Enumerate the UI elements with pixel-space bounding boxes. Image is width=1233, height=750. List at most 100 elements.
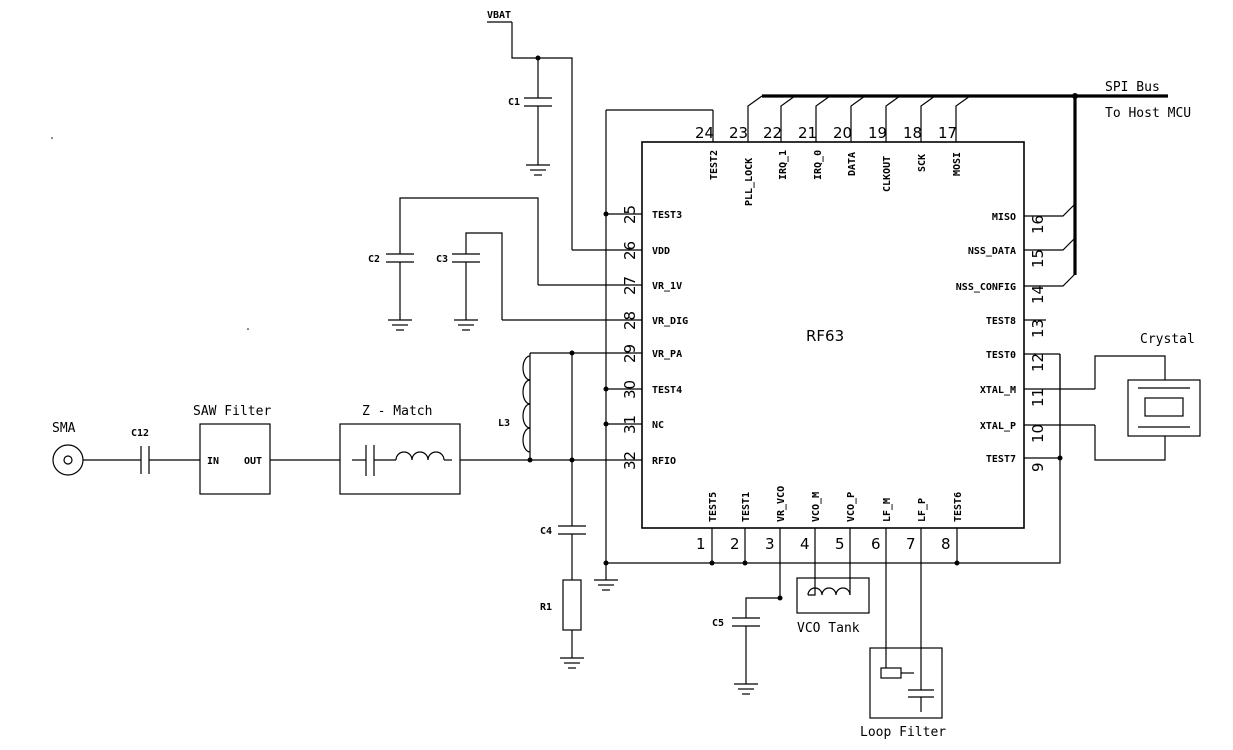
pin-label-vr-1v: VR_1V: [652, 281, 682, 292]
pin-number-4: 4: [800, 535, 810, 553]
pin-number-2: 2: [730, 535, 740, 553]
pin-number-10: 10: [1029, 424, 1047, 443]
chip-name: RF63: [806, 327, 844, 345]
saw-filter-label: SAW Filter: [193, 404, 271, 419]
c1-label: C1: [508, 97, 520, 108]
pin-number-29: 29: [621, 344, 639, 363]
pin-number-15: 15: [1029, 249, 1047, 268]
vco-tank: VCO Tank: [796, 577, 870, 636]
bottom-pins: 1 2 3 4 5 6 7 8 TEST5 TEST1 VR_VCO VCO_M…: [696, 486, 964, 660]
pin-label-lf-m: LF_M: [882, 498, 893, 522]
loop-filter-block: [869, 647, 943, 719]
pin-number-30: 30: [621, 380, 639, 399]
saw-filter-block: [199, 423, 271, 495]
pin-number-17: 17: [938, 124, 957, 142]
pin-number-14: 14: [1029, 285, 1047, 304]
pin-label-test7: TEST7: [986, 454, 1016, 465]
pin-number-25: 25: [621, 205, 639, 224]
c3-capacitor: C3: [436, 232, 503, 331]
r1-label: R1: [540, 602, 552, 613]
c12-label: C12: [131, 428, 149, 439]
pin-number-22: 22: [763, 124, 782, 142]
pin-label-test4: TEST4: [652, 385, 682, 396]
pin-label-test5: TEST5: [708, 492, 719, 522]
pin-number-32: 32: [621, 451, 639, 470]
sma-label: SMA: [52, 421, 76, 436]
rf63-chip-body: [641, 141, 1025, 529]
crystal-label: Crystal: [1140, 332, 1195, 347]
to-host-mcu-label: To Host MCU: [1105, 106, 1191, 121]
vco-tank-block: [796, 577, 870, 614]
loop-filter: Loop Filter: [860, 647, 946, 740]
c5-capacitor: C5: [712, 595, 783, 695]
z-match-label: Z - Match: [362, 404, 432, 419]
pin-label-test8: TEST8: [986, 316, 1016, 327]
pin-label-miso: MISO: [992, 212, 1016, 223]
pin-label-test6: TEST6: [953, 492, 964, 522]
pin-number-28: 28: [621, 311, 639, 330]
c4-label: C4: [540, 526, 552, 537]
pin-number-26: 26: [621, 241, 639, 260]
pin-label-test2: TEST2: [709, 150, 720, 180]
pin-number-5: 5: [835, 535, 845, 553]
c2-label: C2: [368, 254, 380, 265]
loop-filter-label: Loop Filter: [860, 725, 946, 740]
c5-label: C5: [712, 618, 724, 629]
left-pins: 25 26 27 28 29 30 31 32 TEST3 VDD VR_1V …: [460, 205, 688, 470]
pin-label-xtal-m: XTAL_M: [980, 385, 1016, 396]
pin-label-irq-0: IRQ_0: [813, 150, 824, 180]
pin-number-1: 1: [696, 535, 706, 553]
pin-number-8: 8: [941, 535, 951, 553]
pin-label-pll-lock: PLL_LOCK: [744, 158, 755, 206]
pin-number-20: 20: [833, 124, 852, 142]
pin-number-12: 12: [1029, 353, 1047, 372]
pin-label-mosi: MOSI: [952, 152, 963, 176]
c3-label: C3: [436, 254, 448, 265]
pin-label-vr-pa: VR_PA: [652, 349, 682, 360]
pin-number-11: 11: [1029, 388, 1047, 407]
pin-number-21: 21: [798, 124, 817, 142]
pin-number-18: 18: [903, 124, 922, 142]
pin-number-9: 9: [1029, 462, 1047, 472]
pin-label-rfio: RFIO: [652, 456, 676, 467]
pin-label-irq-1: IRQ_1: [778, 150, 789, 180]
c2-capacitor: C2: [368, 197, 539, 331]
spi-bus-label: SPI Bus: [1105, 80, 1160, 95]
right-pins: 16 15 14 13 12 11 10 9 MISO NSS_DATA NSS…: [956, 203, 1095, 472]
pin-label-nss-data: NSS_DATA: [968, 246, 1016, 257]
z-match-block: [339, 423, 461, 495]
spi-bus: SPI Bus To Host MCU: [762, 80, 1191, 275]
vbat-label: VBAT: [487, 10, 511, 21]
pin-number-23: 23: [729, 124, 748, 142]
vbat-c1: VBAT C1: [487, 10, 573, 250]
top-pins: 24 23 22 21 20 19 18 17 TEST2 PLL_LOCK I…: [695, 95, 971, 206]
pin-number-16: 16: [1029, 215, 1047, 234]
pin-label-vr-vco: VR_VCO: [776, 486, 787, 522]
pin-label-vco-p: VCO_P: [846, 492, 857, 522]
pin-number-13: 13: [1029, 319, 1047, 338]
pin-number-27: 27: [621, 276, 639, 295]
sma-connector-icon: [52, 444, 84, 476]
l3-label: L3: [498, 418, 510, 429]
pin-label-clkout: CLKOUT: [882, 156, 893, 192]
pin-label-nc: NC: [652, 420, 664, 431]
saw-in-label: IN: [207, 456, 219, 467]
pin-number-6: 6: [871, 535, 881, 553]
pin-label-vco-m: VCO_M: [811, 492, 822, 522]
pin-label-xtal-p: XTAL_P: [980, 421, 1016, 432]
pin-label-test3: TEST3: [652, 210, 682, 221]
l3-c4-r1: L3 C4 R1: [498, 350, 586, 669]
vco-tank-label: VCO Tank: [797, 621, 860, 636]
pin-label-test1: TEST1: [741, 492, 752, 522]
pin-label-lf-p: LF_P: [917, 498, 928, 522]
pin-label-vr-dig: VR_DIG: [652, 316, 688, 327]
pin-label-vdd: VDD: [652, 246, 670, 257]
pin-number-24: 24: [695, 124, 714, 142]
ground-net: [594, 109, 1063, 591]
pin-number-7: 7: [906, 535, 916, 553]
pin-number-19: 19: [868, 124, 887, 142]
saw-out-label: OUT: [244, 456, 262, 467]
rf-input-chain: SMA C12 SAW Filter IN OUT Z - Match: [52, 404, 461, 495]
pin-label-nss-config: NSS_CONFIG: [956, 282, 1016, 293]
